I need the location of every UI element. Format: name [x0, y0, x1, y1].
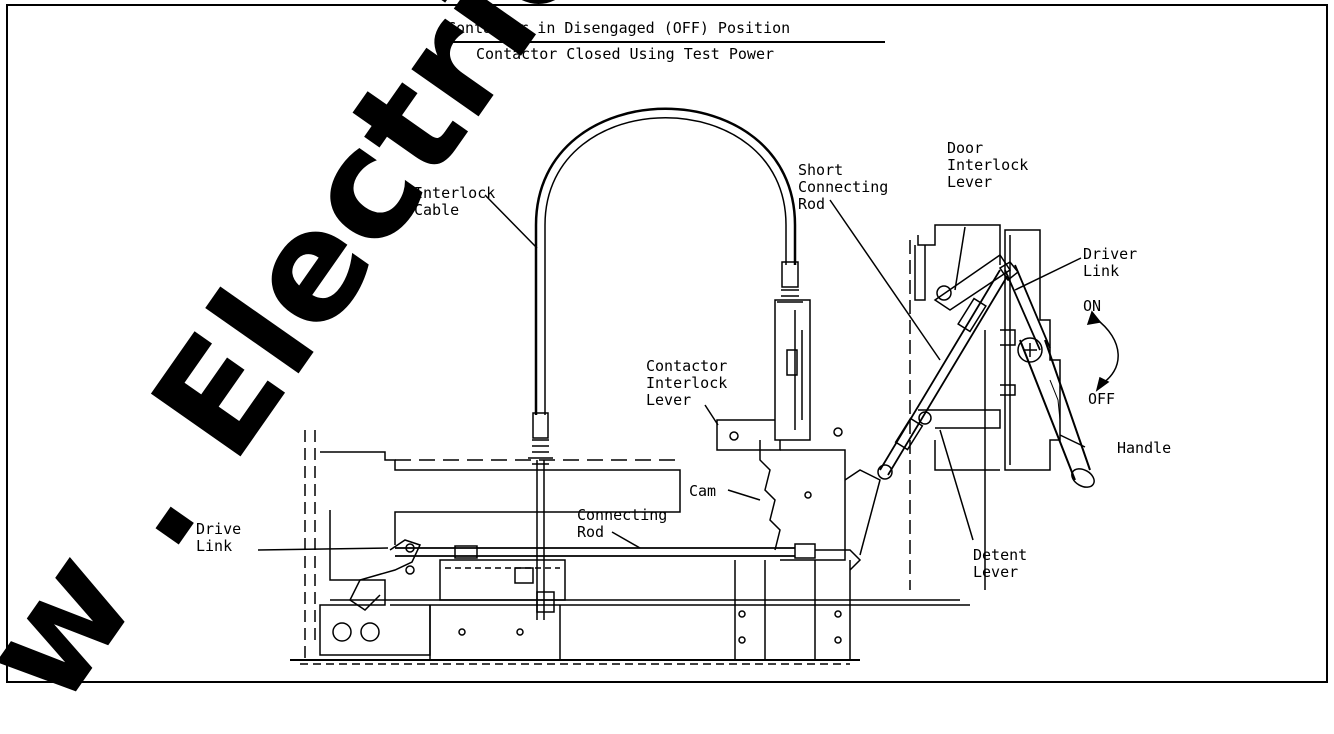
leader-driver-link	[1014, 257, 1082, 291]
on-off-arrow	[1094, 317, 1119, 386]
cable-end-fitting-right	[781, 261, 799, 288]
label-driver-link: Driver Link	[1083, 245, 1138, 280]
label-off: OFF	[1088, 390, 1116, 408]
leader-handle	[1059, 434, 1086, 448]
leader-door-interlock-lever	[954, 226, 966, 291]
detent-lever	[918, 409, 1001, 429]
label-drive-link: Drive Link	[196, 520, 242, 555]
upper-housing	[320, 451, 681, 545]
leader-drive-link	[257, 547, 389, 551]
leader-detent-lever	[939, 429, 974, 541]
label-connecting-rod: Connecting Rod	[577, 506, 668, 541]
handle-pivot	[1017, 337, 1043, 363]
label-cam: Cam	[689, 482, 717, 500]
driver-link	[1004, 264, 1051, 351]
door-interlock-housing	[917, 224, 1001, 265]
leader-cam	[727, 489, 761, 501]
contactor-mechanism-drawing	[257, 107, 1119, 665]
handle-bracket	[1004, 229, 1061, 471]
label-contactor-interlock-lever: Contactor Interlock Lever	[646, 357, 728, 409]
handle-bar	[1019, 339, 1091, 481]
cam-profile	[759, 440, 781, 551]
label-on: ON	[1083, 297, 1102, 315]
lower-housing	[319, 510, 431, 656]
cable-end-fitting-left	[532, 412, 549, 439]
leader-interlock-cable	[484, 194, 538, 249]
interlock-cable	[534, 107, 797, 415]
leader-short-connecting-rod	[829, 199, 941, 361]
short-connecting-rod	[879, 269, 1009, 476]
leader-connecting-rod	[611, 531, 641, 549]
title-line-1: Contactor in Disengaged (OFF) Position	[447, 19, 791, 37]
diagram-frame	[6, 4, 1328, 683]
label-short-connecting-rod: Short Connecting Rod	[798, 161, 889, 213]
title-underline	[441, 41, 885, 43]
label-interlock-cable: Interlock Cable	[414, 184, 496, 219]
left-frame-dashed	[304, 430, 316, 660]
contactor-interlock-bracket	[774, 299, 811, 441]
label-detent-lever: Detent Lever	[973, 546, 1028, 581]
label-door-interlock-lever: Door Interlock Lever	[947, 139, 1029, 191]
label-handle: Handle	[1117, 439, 1172, 457]
title-line-2: Contactor Closed Using Test Power	[476, 45, 775, 63]
connecting-rod	[395, 547, 795, 557]
leader-contactor-interlock-lever	[704, 404, 719, 426]
drive-link-part	[349, 539, 422, 611]
